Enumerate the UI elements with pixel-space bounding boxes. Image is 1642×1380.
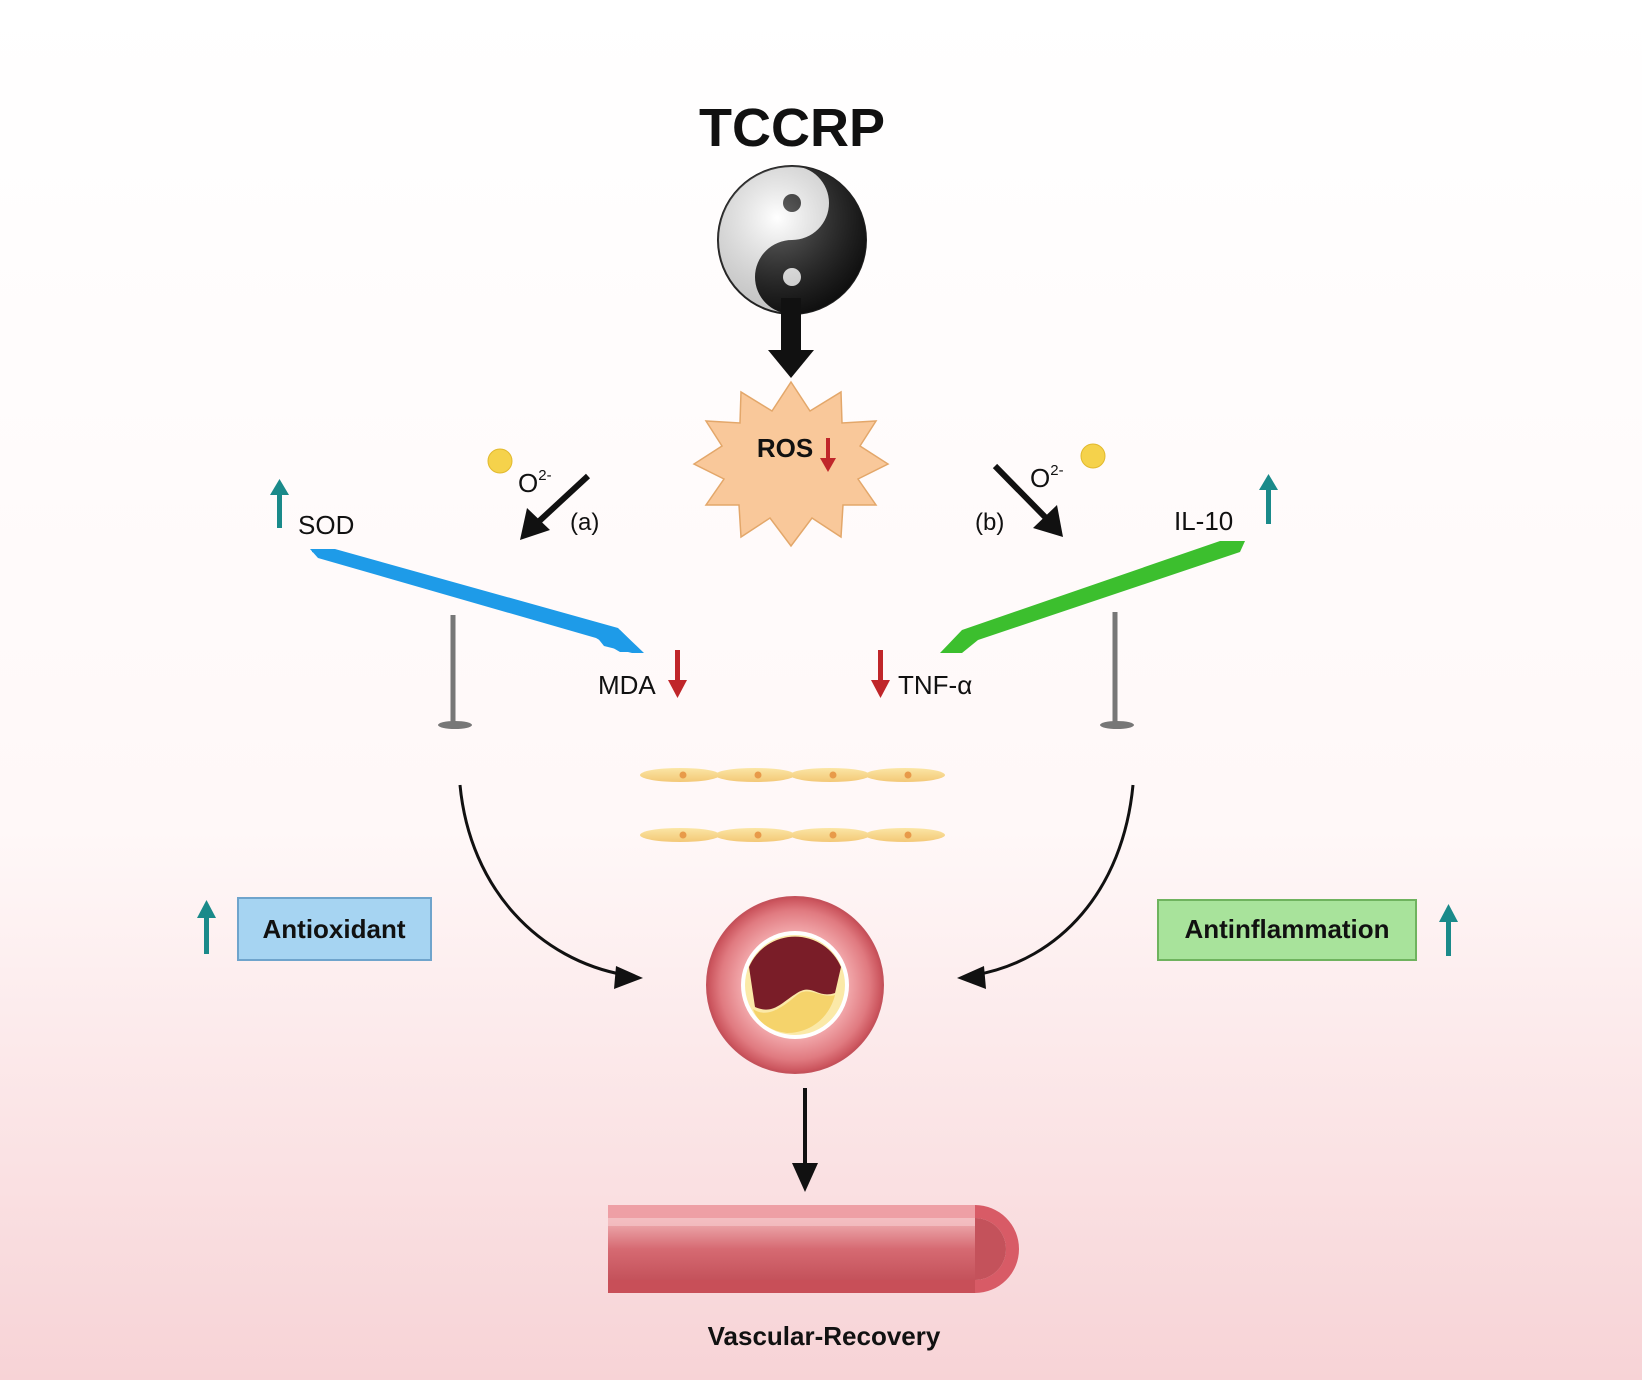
tnf-label: TNF-α <box>898 670 972 700</box>
healthy-vessel-icon <box>608 1205 1019 1293</box>
vessel-cross-section-icon <box>706 896 884 1074</box>
antinflammation-label: Antinflammation <box>1184 914 1389 944</box>
il10-up-arrow-icon <box>1259 474 1278 524</box>
sod-label: SOD <box>298 510 354 540</box>
cell-layer-bottom <box>640 828 945 842</box>
cell-layer-top <box>640 768 945 782</box>
left-diagonal-arrow <box>520 473 591 540</box>
ros-burst: ROS <box>692 380 890 548</box>
antinflammation-box <box>1157 899 1417 961</box>
left-curved-arrow <box>458 784 643 989</box>
path-label-b: (b) <box>975 509 1004 536</box>
oxygen-label-right: O2- <box>1030 462 1064 493</box>
antioxidant-label: Antioxidant <box>263 914 406 944</box>
oxygen-icon-right <box>1080 443 1106 469</box>
right-seesaw <box>940 541 1245 729</box>
antioxidant-up-arrow-icon <box>197 900 216 954</box>
path-label-a: (a) <box>570 509 599 536</box>
right-curved-arrow <box>957 784 1135 989</box>
right-diagonal-arrow <box>992 463 1063 537</box>
ros-label: ROS <box>757 433 813 463</box>
outcome-label: Vascular-Recovery <box>708 1321 941 1351</box>
oxygen-icon-left <box>487 448 513 474</box>
mda-label: MDA <box>598 670 656 700</box>
mda-down-arrow-icon <box>668 650 687 698</box>
left-seesaw <box>310 549 644 729</box>
title: TCCRP <box>699 98 885 158</box>
down-arrow-vessel <box>792 1088 818 1192</box>
ros-down-arrow-icon <box>820 438 836 472</box>
down-arrow-thick <box>768 298 814 378</box>
antioxidant-box <box>237 897 432 961</box>
oxygen-label-left: O2- <box>518 467 552 498</box>
il10-label: IL-10 <box>1174 506 1233 536</box>
yin-yang-icon <box>717 165 867 315</box>
sod-up-arrow-icon <box>270 479 289 528</box>
tnf-down-arrow-icon <box>871 650 890 698</box>
antinflammation-up-arrow-icon <box>1439 904 1458 956</box>
